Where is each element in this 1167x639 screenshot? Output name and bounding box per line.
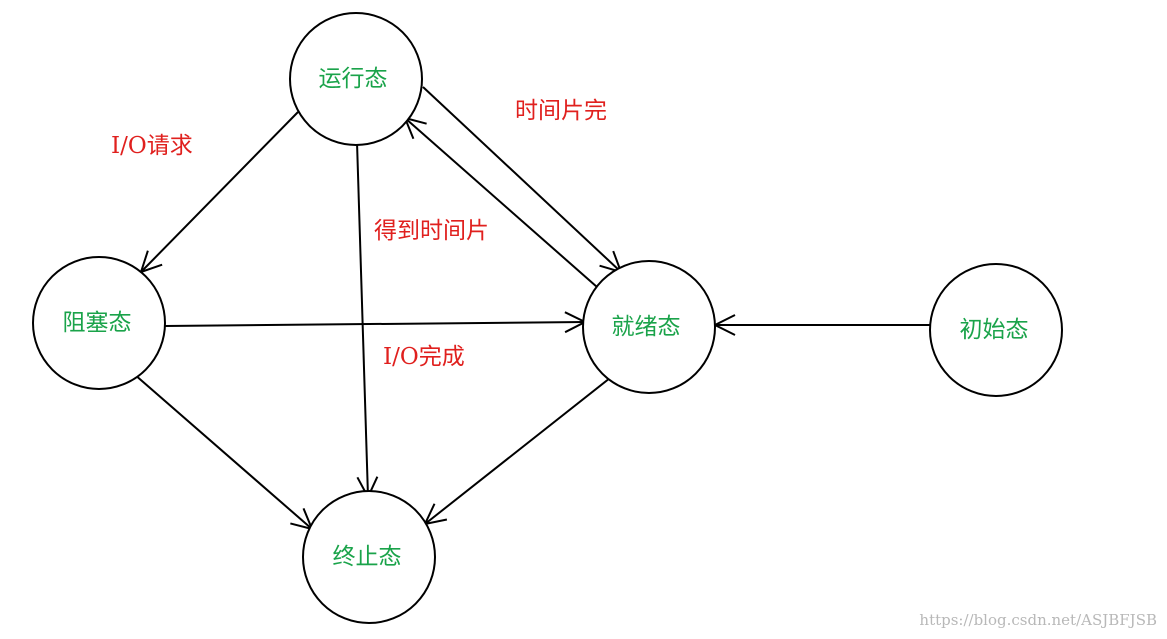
edge-ready-to-running [405,118,598,288]
node-running-circle [289,12,423,146]
node-terminated-circle [302,490,436,624]
node-initial-label: 初始态 [960,317,1029,343]
node-terminated-label: 终止态 [333,544,402,570]
node-blocked: 阻塞态 [32,256,166,390]
edge-blocked-to-terminated [133,373,312,529]
node-blocked-label: 阻塞态 [63,310,132,336]
edge-running-to-terminated [356,141,368,497]
edge-running-to-blocked [141,111,299,272]
node-running-label: 运行态 [319,66,388,92]
watermark-url: https://blog.csdn.net/ASJBFJSB [919,611,1157,629]
edge-blocked-to-ready [164,322,585,326]
label-io-request: I/O请求 [111,133,193,159]
node-ready-label: 就绪态 [612,314,681,340]
edge-labels: I/O请求 时间片完 得到时间片 I/O完成 [111,98,607,370]
label-timeslice-done: 时间片完 [515,98,607,124]
edges [133,86,930,529]
node-initial: 初始态 [929,263,1063,397]
node-initial-circle [929,263,1063,397]
node-blocked-circle [32,256,166,390]
edge-ready-to-terminated [425,377,611,524]
node-terminated: 终止态 [302,490,436,624]
label-io-complete: I/O完成 [383,344,465,370]
node-running: 运行态 [289,12,423,146]
node-ready: 就绪态 [582,260,716,394]
label-get-timeslice: 得到时间片 [374,218,489,244]
node-ready-circle [582,260,716,394]
edge-running-to-ready [422,86,621,272]
